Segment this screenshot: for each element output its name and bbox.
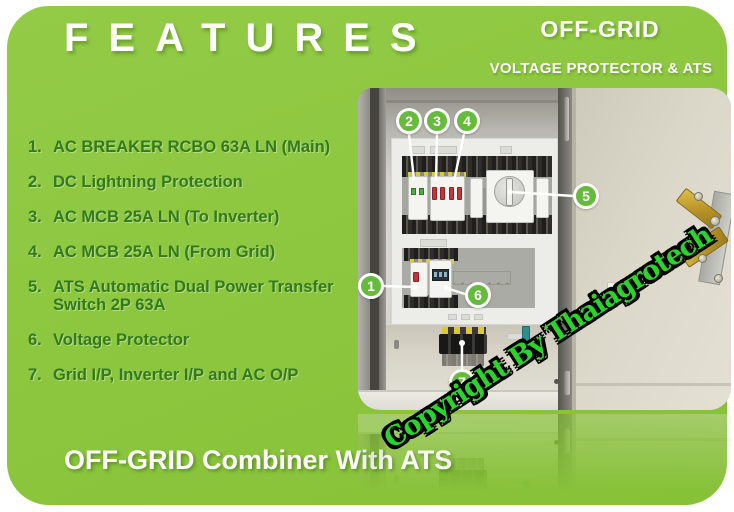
- product-photo: 1 2 3 4 5 6 7: [358, 88, 731, 410]
- feature-item-1: 1. AC BREAKER RCBO 63A LN (Main): [28, 138, 350, 156]
- keyhole-detail: [394, 340, 399, 349]
- feature-text: AC BREAKER RCBO 63A LN (Main): [53, 138, 331, 156]
- mcb-toggle: [432, 187, 437, 200]
- feature-number: 4.: [28, 243, 42, 261]
- callout-1: 1: [358, 273, 384, 299]
- callout-6: 6: [465, 282, 491, 308]
- door-latch-hole: [554, 440, 559, 445]
- product-subtitle: VOLTAGE PROTECTOR & ATS: [489, 60, 713, 77]
- label-sticker: [430, 146, 457, 154]
- feature-item-4: 4. AC MCB 25A LN (From Grid): [28, 243, 350, 261]
- callout-3: 3: [424, 108, 450, 134]
- teal-component: [522, 326, 530, 343]
- door-left-edge: [572, 414, 576, 498]
- feature-number: 6.: [28, 331, 42, 349]
- enclosure-left-wall: [379, 88, 386, 410]
- feature-number: 3.: [28, 208, 42, 226]
- terminal-ferrules: [442, 490, 486, 497]
- enclosure-top-seam: [386, 100, 562, 103]
- terminal-blocks: [439, 334, 487, 354]
- plate-mark: [474, 314, 483, 320]
- lcd-digit: [439, 272, 442, 277]
- bolt: [714, 274, 723, 283]
- surge-protector: [408, 176, 428, 220]
- keyhole-detail: [394, 475, 399, 484]
- plate-mark: [448, 314, 457, 320]
- ats-side-module-left: [470, 178, 483, 218]
- door-sticker: [607, 282, 625, 291]
- terminal-ferrules: [442, 327, 486, 334]
- lcd-digit: [434, 272, 437, 277]
- feature-text: AC MCB 25A LN (From Grid): [53, 243, 276, 261]
- feature-text: ATS Automatic Dual Power Transfer Switch…: [53, 278, 334, 314]
- enclosure-left-shadow: [370, 88, 379, 410]
- label-sticker: [507, 484, 523, 491]
- callout-2: 2: [396, 108, 422, 134]
- feature-text: Voltage Protector: [53, 331, 190, 349]
- feature-text: Grid I/P, Inverter I/P and AC O/P: [53, 366, 299, 384]
- feature-text: AC MCB 25A LN (To Inverter): [53, 208, 280, 226]
- door-left-edge: [572, 88, 576, 410]
- mcb-toggle: [449, 187, 454, 200]
- terminal-blocks: [439, 470, 487, 490]
- feature-item-6: 6. Voltage Protector: [28, 331, 350, 349]
- callout-5: 5: [573, 183, 599, 209]
- enclosure-door: [572, 414, 731, 498]
- feature-item-2: 2. DC Lightning Protection: [28, 173, 350, 191]
- door-latch-rod: [564, 428, 571, 454]
- product-name: OFF-GRID: [540, 16, 660, 42]
- feature-text: DC Lightning Protection: [53, 173, 243, 191]
- page-title: FEATURES: [64, 16, 437, 60]
- door-latch-rod: [564, 370, 571, 396]
- bolt: [698, 254, 707, 263]
- feature-item-7: 7. Grid I/P, Inverter I/P and AC O/P: [28, 366, 350, 384]
- surge-indicator: [411, 188, 416, 195]
- mcb-toggle: [457, 187, 462, 200]
- plate-mark: [461, 314, 470, 320]
- callout-7: 7: [449, 369, 475, 395]
- feature-number: 1.: [28, 138, 42, 156]
- door-bottom-seam: [576, 383, 731, 386]
- product-photo-visual: [358, 88, 731, 410]
- rcbo-toggle: [413, 272, 419, 282]
- callout-4: 4: [454, 108, 480, 134]
- surge-indicator: [419, 188, 424, 195]
- wire-bundle-bottom: [404, 295, 458, 308]
- terminal-wires: [442, 458, 484, 470]
- label-sticker: [420, 239, 447, 247]
- enclosure-left-edge: [358, 88, 370, 410]
- teal-component: [522, 481, 530, 498]
- label-sticker: [410, 146, 425, 154]
- feature-number: 7.: [28, 366, 42, 384]
- bolt: [710, 216, 720, 226]
- door-gap-shadow: [558, 414, 572, 498]
- lcd-digit: [444, 272, 447, 277]
- mcb-toggle: [440, 187, 445, 200]
- feature-item-3: 3. AC MCB 25A LN (To Inverter): [28, 208, 350, 226]
- feature-number: 5.: [28, 278, 42, 296]
- door-hinge-pin-top: [564, 96, 570, 142]
- door-bottom-seam: [576, 438, 731, 441]
- bottom-caption: OFF-GRID Combiner With ATS: [64, 445, 453, 475]
- bolt: [694, 192, 703, 201]
- wire-bundle-top: [404, 248, 458, 261]
- door-gap-shadow: [558, 88, 572, 410]
- feature-list: 1. AC BREAKER RCBO 63A LN (Main) 2. DC L…: [28, 138, 350, 384]
- ats-side-module-right: [536, 178, 549, 218]
- feature-item-5: 5. ATS Automatic Dual Power Transfer Swi…: [28, 278, 350, 314]
- door-latch-hole: [554, 379, 559, 384]
- label-sticker: [500, 146, 512, 154]
- ats-knob-handle: [506, 178, 513, 206]
- feature-number: 2.: [28, 173, 42, 191]
